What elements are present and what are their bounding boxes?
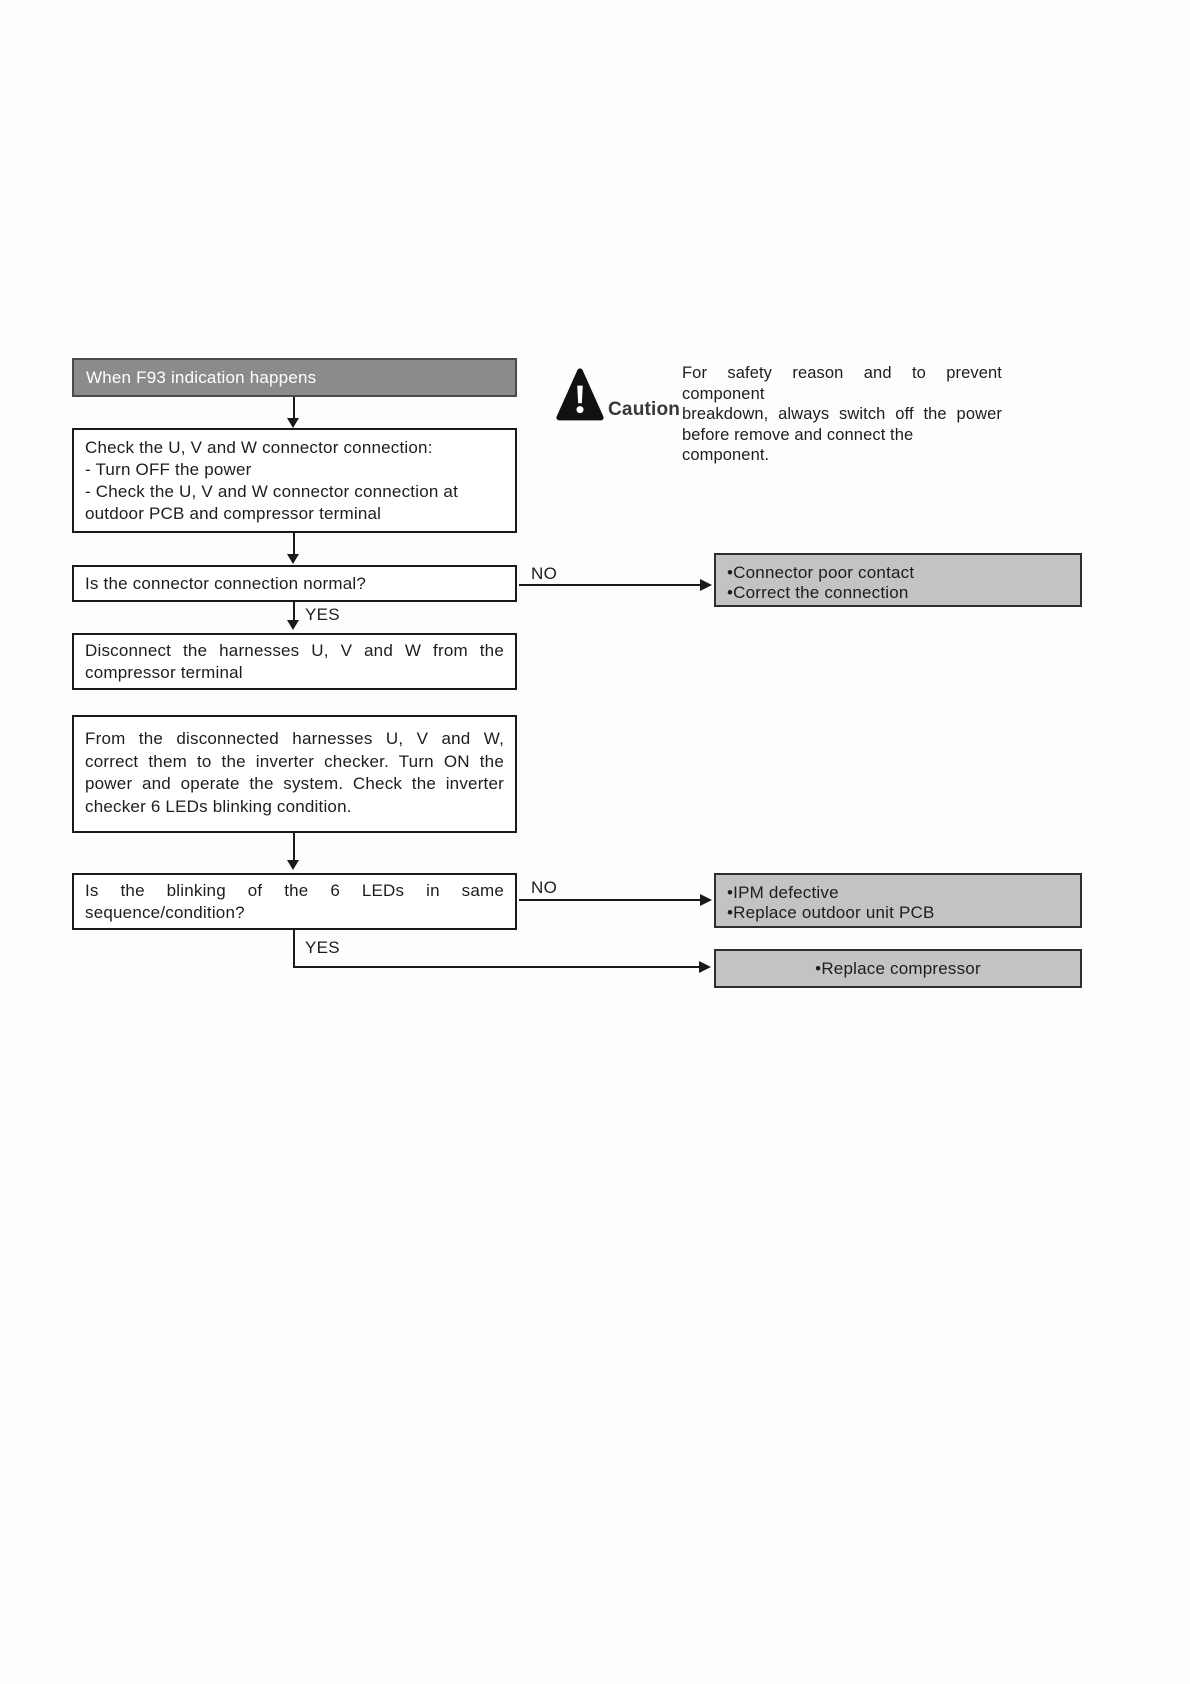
warning-triangle-icon — [556, 368, 604, 429]
arrow-down-icon — [287, 620, 299, 630]
flow-decision-connection-normal: Is the connector connection normal? — [72, 565, 517, 602]
flow-step-inverter-checker: From the disconnected harnesses U, V and… — [72, 715, 517, 833]
connector-label-yes-1: YES — [305, 605, 340, 624]
flow-step-line: compressor terminal — [85, 663, 243, 682]
caution-note-line: For safety reason and to prevent compone… — [682, 364, 1002, 403]
flow-step-line: From the disconnected harnesses U, V and… — [85, 729, 504, 748]
flow-result-poor-contact: •Connector poor contact •Correct the con… — [714, 553, 1082, 607]
flow-step-line: Disconnect the harnesses U, V and W from… — [85, 641, 504, 660]
flow-arrow-line — [519, 899, 701, 901]
caution-note-line: before remove and connect the component. — [682, 425, 914, 465]
flow-result-replace-compressor: •Replace compressor — [714, 949, 1082, 988]
flow-result-line: •IPM defective — [727, 883, 839, 902]
flow-start-box: When F93 indication happens — [72, 358, 517, 397]
flow-start-label: When F93 indication happens — [86, 368, 317, 387]
flow-arrow-line — [293, 833, 295, 861]
flow-result-line: •Correct the connection — [727, 583, 909, 602]
flow-decision-line: Is the blinking of the 6 LEDs in same — [85, 881, 504, 900]
connector-label-no-2: NO — [531, 878, 558, 897]
flow-decision-led-blinking: Is the blinking of the 6 LEDs in same se… — [72, 873, 517, 930]
flow-arrow-line — [519, 584, 701, 586]
caution-label: Caution — [608, 399, 681, 420]
caution-note-line: breakdown, always switch off the power — [682, 405, 1002, 423]
flow-result-line: •Replace compressor — [815, 959, 981, 978]
arrow-right-icon — [700, 894, 712, 906]
flow-step-line: - Turn OFF the power — [85, 460, 252, 479]
arrow-down-icon — [287, 418, 299, 428]
flow-step-line: checker 6 LEDs blinking condition. — [85, 796, 352, 816]
flow-result-line: •Replace outdoor unit PCB — [727, 903, 935, 922]
flow-decision-label: Is the connector connection normal? — [85, 574, 367, 593]
flow-step-line: power and operate the system. Check the … — [85, 774, 504, 793]
flow-step-line: correct them to the inverter checker. Tu… — [85, 751, 504, 771]
flow-step-line: Check the U, V and W connector connectio… — [85, 438, 433, 457]
flow-arrow-line — [293, 397, 295, 419]
flow-result-line: •Connector poor contact — [727, 563, 915, 582]
flow-arrow-line — [293, 602, 295, 621]
flow-step-line: - Check the U, V and W connector connect… — [85, 482, 458, 501]
arrow-right-icon — [699, 961, 711, 973]
flow-step-disconnect-harnesses: Disconnect the harnesses U, V and W from… — [72, 633, 517, 690]
connector-label-no-1: NO — [531, 564, 558, 583]
arrow-right-icon — [700, 579, 712, 591]
arrow-down-icon — [287, 554, 299, 564]
flow-arrow-line — [293, 930, 295, 968]
arrow-down-icon — [287, 860, 299, 870]
flow-decision-line: sequence/condition? — [85, 903, 245, 922]
flow-result-ipm-defective: •IPM defective •Replace outdoor unit PCB — [714, 873, 1082, 928]
flow-step-check-connection: Check the U, V and W connector connectio… — [72, 428, 517, 533]
flow-arrow-line — [293, 966, 700, 968]
connector-label-yes-2: YES — [305, 938, 340, 957]
caution-note: For safety reason and to prevent compone… — [682, 363, 1002, 466]
flow-step-line: outdoor PCB and compressor terminal — [85, 504, 382, 523]
flow-arrow-line — [293, 533, 295, 555]
